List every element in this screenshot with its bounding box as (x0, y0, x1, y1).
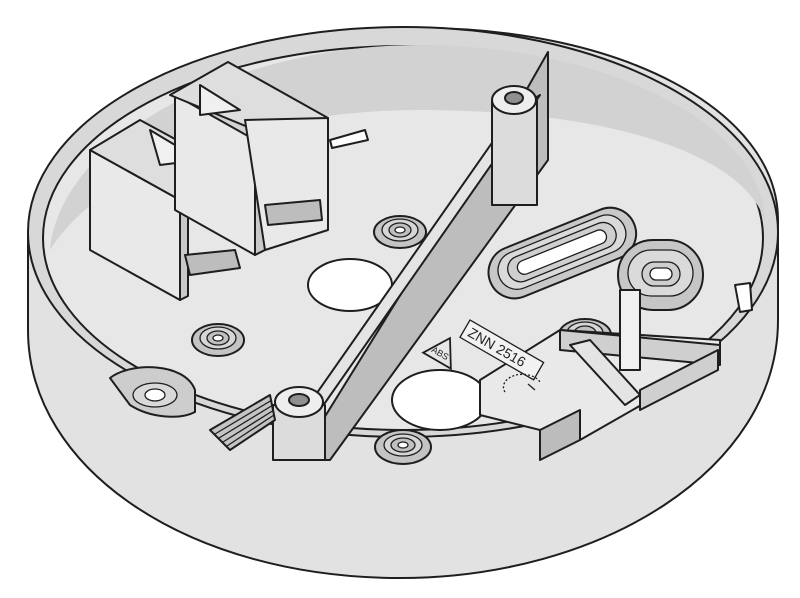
terminal-block-right (169, 61, 329, 256)
screw-boss-2 (191, 323, 245, 357)
oval-boss-right (617, 239, 704, 311)
divider-wall (272, 51, 549, 461)
screw-boss-1 (373, 215, 427, 249)
screw-boss-lower-left (109, 366, 196, 418)
date-wheel-icon (502, 373, 541, 393)
cable-hole-lower (391, 369, 489, 431)
ribbed-channel (209, 394, 276, 451)
terminal-frame-right (479, 289, 721, 461)
oval-slot (487, 206, 638, 300)
wall-notch (329, 129, 369, 149)
screw-boss-3 (374, 429, 432, 465)
wall-notch-right (734, 282, 753, 313)
